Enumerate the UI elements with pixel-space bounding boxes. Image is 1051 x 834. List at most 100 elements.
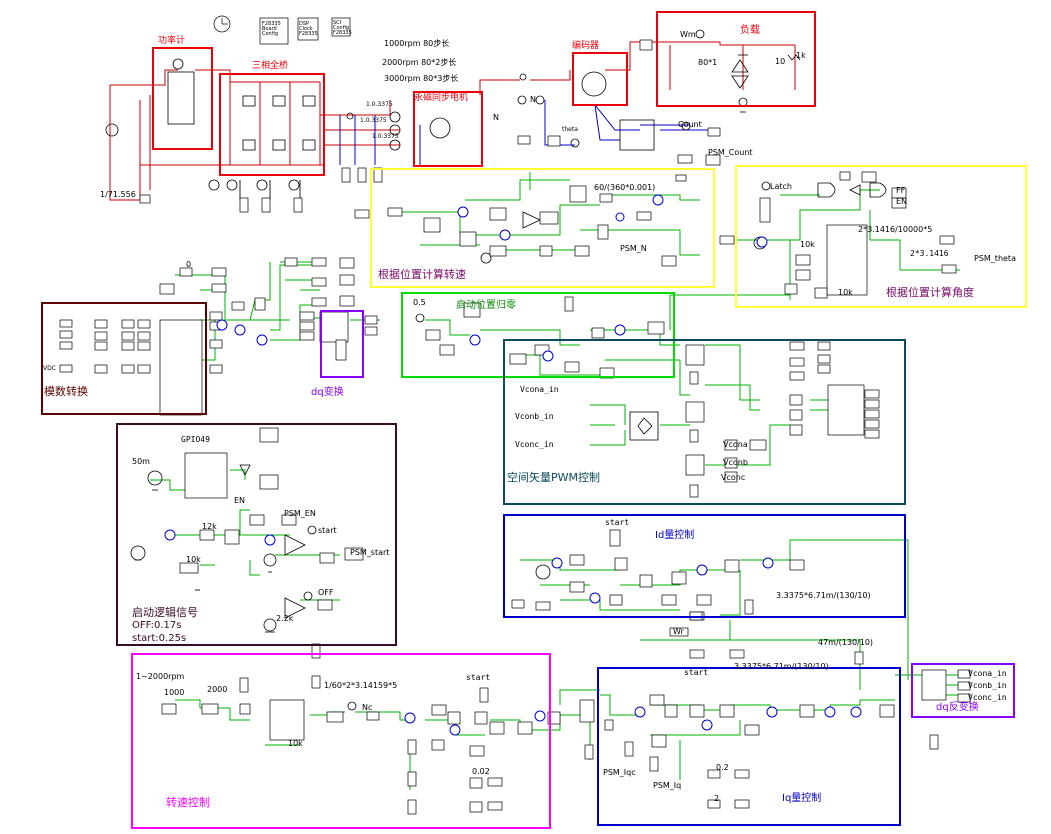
n-label: N [493,113,499,122]
pmsm-region [413,91,483,167]
svpwm-region [503,339,906,505]
ten-k-logic-label: 10k [186,555,201,564]
speed-note-2000: 2000rpm 80*2步长 [382,58,457,67]
id-control-region [503,514,906,618]
power-meter-region [152,47,213,150]
load-region [656,11,816,107]
dsp-clock-label: DSP Clock F28335 [299,21,318,37]
angle-10k-label: 10k [800,240,815,249]
vconb-label: Vconb [723,458,748,467]
psm-n-label: PSM_N [620,244,647,253]
half-const-label: 0.5 [413,298,426,307]
gain-b-label: 1.0.3375 [360,117,387,124]
val-2-label: 2 [714,794,720,803]
psm-count-label: PSM_Count [708,148,753,157]
gain-a-label: 1.0.3375 [366,101,393,108]
psm-en-label: PSM_EN [284,509,316,518]
wm-label: Wm [680,30,696,39]
ff-gain-label: 47m/(130/10) [818,638,874,647]
latch-label: Latch [770,182,792,191]
psm-theta-label: PSM_theta [974,254,1016,263]
gpio49-label: GPIO49 [181,435,210,444]
start-iq-label: start [684,668,709,677]
angle-10k-label-2: 10k [838,288,853,297]
start-logic-label: start [318,526,337,535]
adc-label: 模数转换 [44,385,88,398]
power-meter-label: 功率计 [158,36,186,46]
board-config-label: F28335 Board Config [262,21,281,37]
speed-calc-region [370,168,715,288]
nc-label: Nc [362,703,373,712]
inverse-dq-region [911,663,1015,718]
speed-gain-label: 60/(360*0.001) [594,183,656,192]
step-2000-label: 2000 [207,685,228,694]
dq-transform-region [320,310,364,378]
fifty-m-label: 50m [132,457,150,466]
iq-control-region [597,667,901,826]
speed-gain2-label: 1/60*2*3.14159*5 [324,681,398,690]
dq-transform-label: dq变换 [311,387,344,398]
id-control-label: Id量控制 [655,530,695,541]
off-logic-label: OFF [318,588,334,597]
angle-gain-label: 2*3.1416/10000*5 [858,225,933,234]
theta-label: theta [562,126,578,133]
inverse-dq-label: dq反变换 [936,702,979,713]
start-id-label: start [605,518,630,527]
en-label: EN [896,197,908,206]
startup-zero-region [401,292,675,378]
angle-calc-label: 根据位置计算角度 [886,286,974,299]
vconc-label: Vconc [721,473,746,482]
encoder-label: 编码器 [572,41,600,51]
val-002-label: 0.02 [472,767,490,776]
psm-start-label: PSM_start [350,548,390,557]
vcona-in-left: Vcona_in [520,385,559,394]
speed-note-1000: 1000rpm 80步长 [384,39,450,48]
speed-note-3000: 3000rpm 80*3步长 [384,74,459,83]
twelve-k-label: 12k [202,522,217,531]
vconc-in-right: Vconc_in [968,693,1007,702]
vconb-in-left: Vconb_in [515,412,554,421]
ratio-bridge-label: 1/71.556 [100,190,136,199]
step-1000-label: 1000 [164,688,185,697]
start-speed-label: start [466,673,491,682]
vcona-in-right: Vcona_in [968,669,1007,678]
wr-label: Wr [673,627,684,636]
encoder-region [572,52,628,106]
ff-label: FF [896,186,906,195]
pmsm-label: 永磁同步电机 [414,93,469,103]
rpm-range-label: 1~2000rpm [136,672,185,681]
count-label: Count [678,120,702,129]
iq-gain-label: 3.3375*6.71m/(130/10) [776,591,871,600]
startup-zero-label: 启动位置归零 [456,300,516,311]
svpwm-label: 空间矢量PWM控制 [507,471,601,484]
psm-iq-label: PSM_Iq [653,781,682,790]
speed-calc-label: 根据位置计算转速 [378,268,466,281]
angle-calc-region [735,165,1027,308]
psm-iqc-label: PSM_Iqc [603,768,636,777]
startup-logic-label: 启动逻辑信号 [132,606,198,619]
vconc-in-left: Vconc_in [515,440,554,449]
load-label: 负载 [740,25,760,36]
two-point-two-k-label: 2.2k [276,614,294,623]
en-logic-label: EN [234,496,246,505]
speed-control-region [131,653,551,829]
adc-region [41,302,207,415]
load-10-label: 10 [775,57,786,66]
val-02-label: 0.2 [716,763,729,772]
startup-logic-region [116,423,397,646]
n-sensor-label: N [530,95,536,104]
iq-control-label: Iq量控制 [782,793,822,804]
three-phase-bridge-label: 三相全桥 [252,61,289,71]
vcona-label: Vcona [723,440,748,449]
ten-k-speed-label: 10k [288,739,303,748]
sci-config-label: SCI Config F28335 [333,20,352,36]
vconb-in-right: Vconb_in [968,681,1007,690]
load-1k-label: 1k [796,51,806,60]
angle-wrap-label: 2*3.1416 [910,249,949,258]
iq-gain2-label: 3.3375*6.71m/(130/10) [734,662,829,671]
three-phase-bridge-region [219,73,325,176]
vdc-label: VDC [43,365,56,372]
speed-control-label: 转速控制 [166,796,210,809]
